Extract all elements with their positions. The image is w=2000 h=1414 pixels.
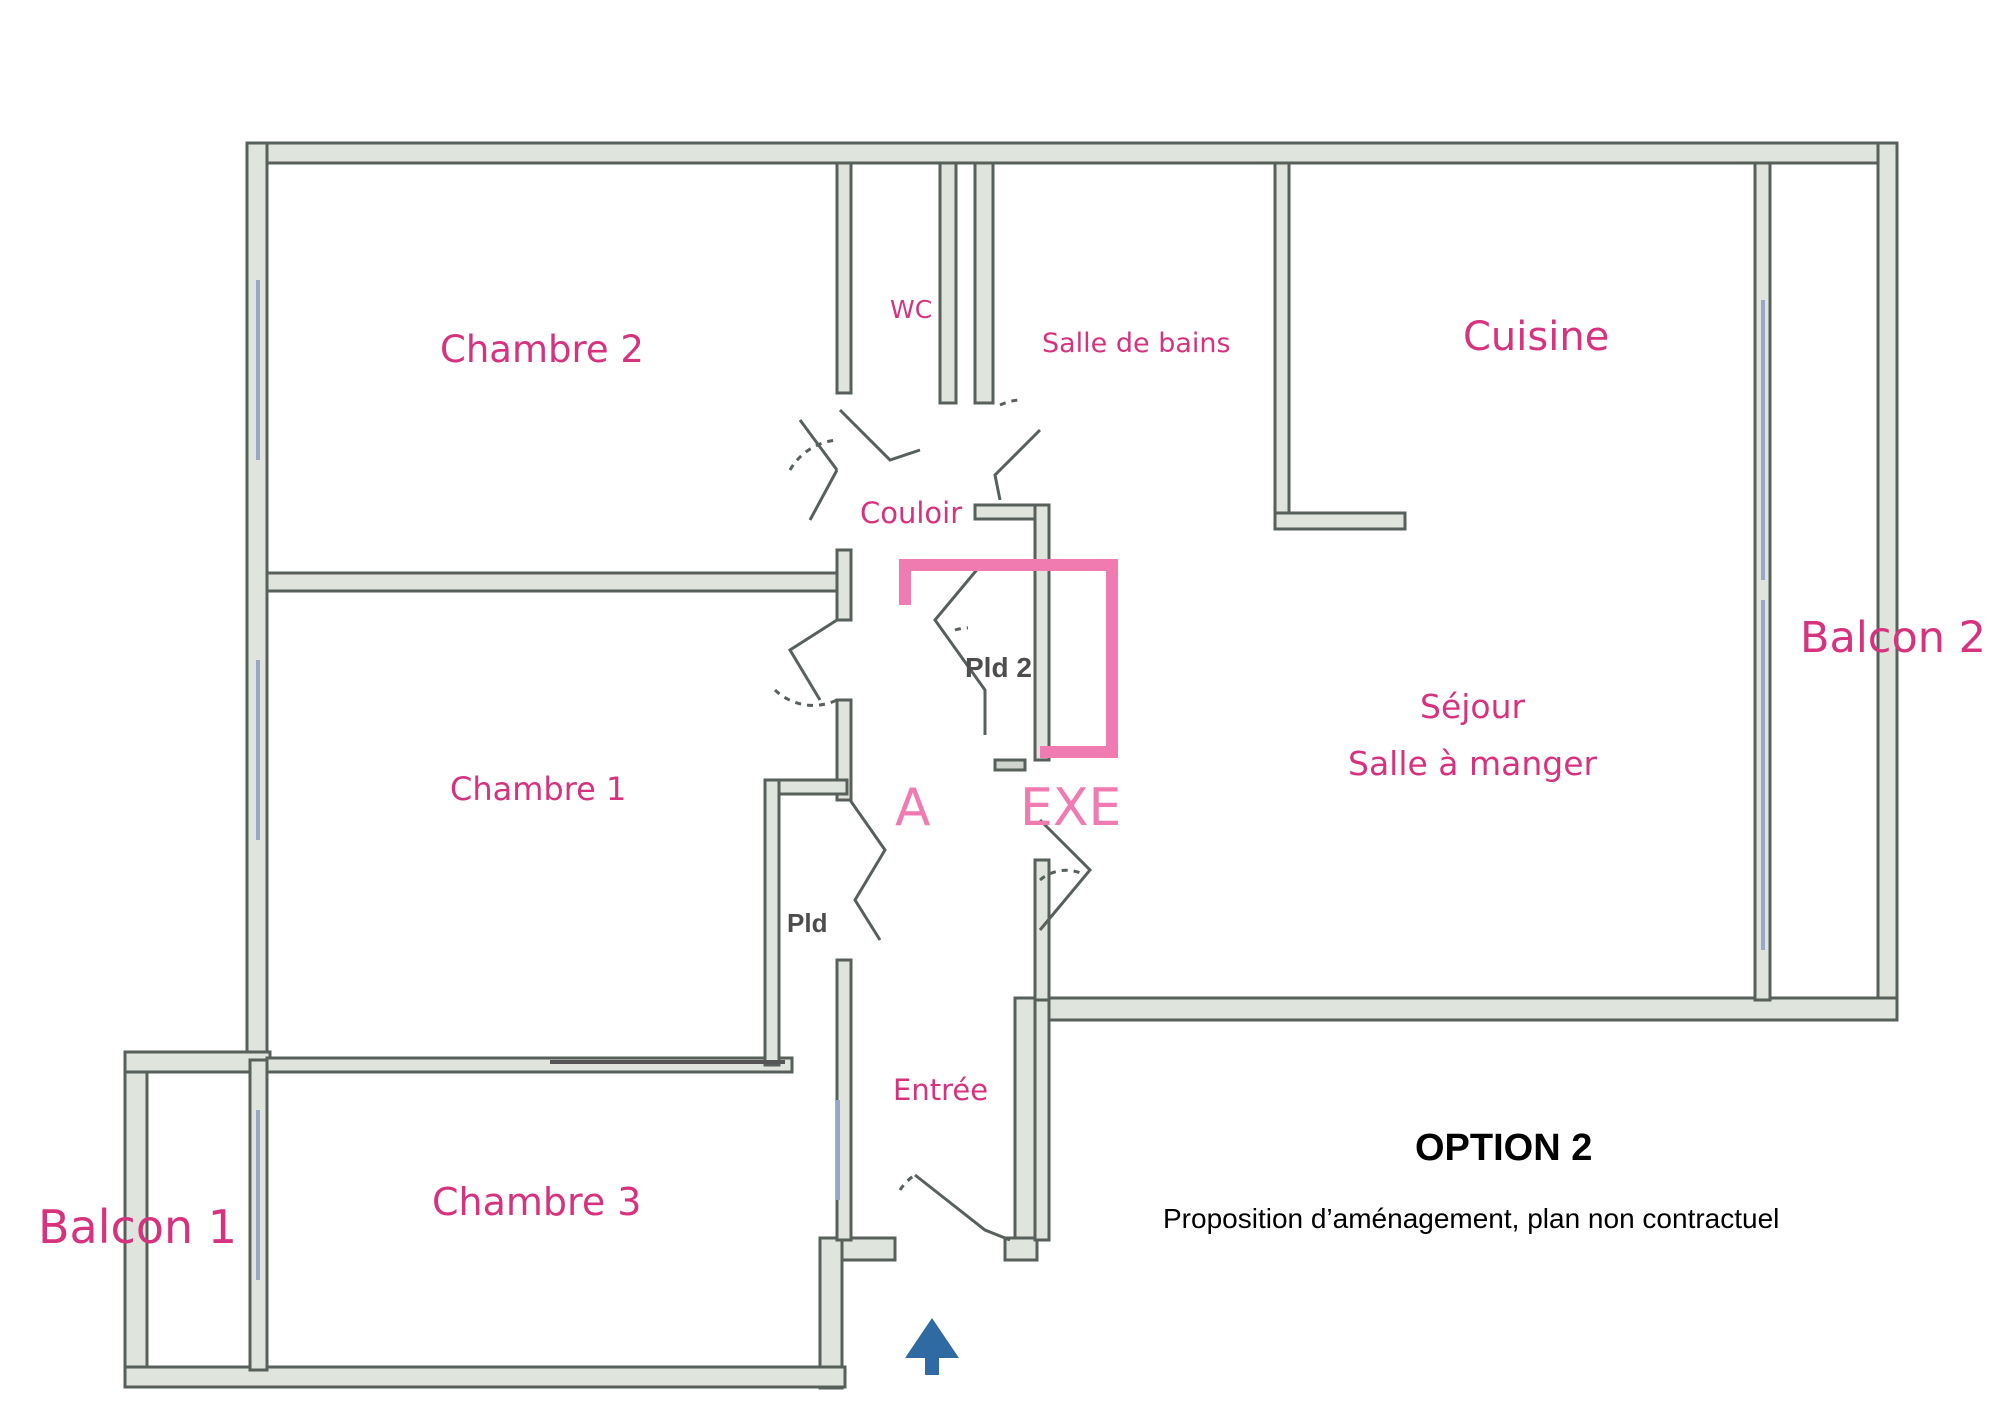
room-label-salle-a-manger: Salle à manger [1348,744,1598,783]
room-label-pld: Pld [787,908,827,938]
room-label-entree: Entrée [893,1073,988,1107]
caption-title: OPTION 2 [1415,1127,1592,1169]
entrance-arrow-icon [905,1318,959,1375]
room-label-sejour: Séjour [1420,687,1526,726]
agency-logo: A EXE [895,559,1121,838]
room-label-chambre-3: Chambre 3 [432,1180,641,1224]
logo-text-right: EXE [1020,778,1121,838]
room-label-chambre-2: Chambre 2 [440,328,644,371]
room-label-balcon-2: Balcon 2 [1800,613,1986,663]
room-label-salle-de-bains: Salle de bains [1042,328,1231,359]
doors [773,398,1093,1242]
logo-text-left: A [895,778,931,838]
room-label-cuisine: Cuisine [1463,314,1609,360]
caption-subtitle: Proposition d’aménagement, plan non cont… [1163,1203,1779,1234]
room-label-couloir: Couloir [860,496,962,530]
walls [123,141,1899,1390]
room-label-chambre-1: Chambre 1 [450,770,626,808]
room-label-wc: WC [890,295,932,324]
logo-frame [899,559,1118,758]
room-label-balcon-1: Balcon 1 [38,1200,237,1254]
room-label-pld-2: Pld 2 [965,652,1032,683]
windows [256,280,1765,1280]
